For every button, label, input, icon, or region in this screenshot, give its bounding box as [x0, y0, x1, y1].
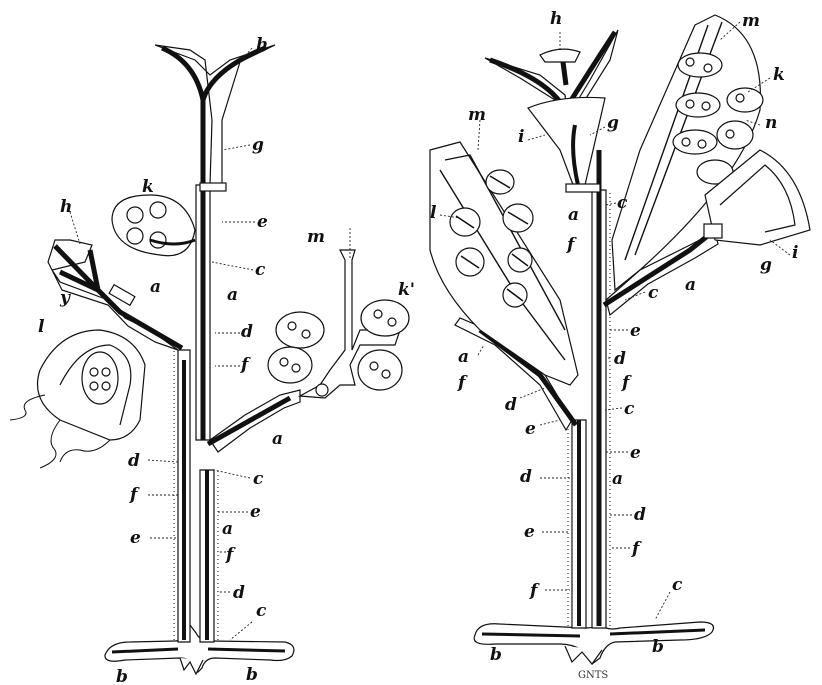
label: f	[529, 581, 540, 601]
label: e	[630, 321, 641, 341]
label: c	[617, 193, 628, 213]
label: d	[233, 583, 245, 603]
label: f	[621, 373, 632, 393]
lead	[770, 240, 790, 255]
label: f	[457, 373, 468, 393]
label: i	[792, 243, 798, 263]
label: m	[468, 105, 486, 125]
label: k'	[398, 280, 415, 300]
label: a	[612, 469, 623, 489]
label: c	[648, 283, 659, 303]
label: f	[631, 539, 642, 559]
lead	[528, 135, 545, 140]
label: a	[272, 429, 283, 449]
label: a	[227, 285, 238, 305]
left-blastostyle-kprime	[268, 250, 409, 398]
label: d	[128, 451, 140, 471]
label: h	[550, 9, 562, 29]
label: c	[255, 260, 266, 280]
label: l	[430, 203, 437, 223]
label: f	[566, 235, 577, 255]
lead	[222, 145, 250, 150]
label: k	[773, 65, 785, 85]
lead	[230, 622, 252, 640]
left-top-node	[200, 183, 226, 191]
label: g	[760, 255, 772, 275]
right-hydrotheca-upper	[528, 97, 605, 192]
label: b	[246, 665, 258, 685]
label: f	[225, 545, 236, 565]
left-foot	[180, 658, 203, 674]
label: d	[505, 395, 517, 415]
label: d	[520, 467, 532, 487]
lead	[520, 388, 545, 398]
lead	[605, 408, 622, 410]
left-top-hydranth	[155, 45, 275, 185]
label: h	[60, 197, 72, 217]
label: c	[253, 469, 264, 489]
label: d	[614, 349, 626, 369]
lead	[478, 345, 484, 355]
label: a	[568, 205, 579, 225]
lead	[655, 592, 670, 620]
label: e	[525, 419, 536, 439]
left-colony	[10, 45, 409, 674]
label: b	[652, 637, 664, 657]
label: e	[130, 528, 141, 548]
label: i	[518, 127, 524, 147]
label: d	[241, 322, 253, 342]
label: m	[307, 227, 325, 247]
label: y	[59, 288, 71, 308]
label: h	[256, 35, 268, 55]
label: e	[250, 502, 261, 522]
label: n	[765, 113, 777, 133]
label: g	[252, 135, 264, 155]
label: g	[607, 113, 619, 133]
label: d	[634, 505, 646, 525]
lead	[606, 203, 616, 205]
label: a	[458, 347, 469, 367]
label: e	[630, 443, 641, 463]
label: l	[38, 317, 45, 337]
right-colony	[430, 15, 810, 664]
lead	[148, 460, 178, 462]
label: e	[524, 522, 535, 542]
lead	[540, 420, 560, 425]
engraver-signature: GNTS	[578, 670, 608, 681]
label: c	[672, 575, 683, 595]
label: a	[685, 275, 696, 295]
label: b	[116, 667, 128, 685]
label: a	[222, 519, 233, 539]
label: f	[240, 355, 251, 375]
right-top-neck	[563, 62, 566, 85]
right-top-hydranth	[540, 49, 580, 62]
label: m	[742, 11, 760, 31]
label: c	[256, 601, 267, 621]
lead	[212, 262, 253, 270]
label: b	[490, 645, 502, 665]
left-gonangium-k	[112, 195, 195, 256]
label: e	[257, 212, 268, 232]
label: c	[624, 399, 635, 419]
lead	[214, 470, 250, 478]
label: k	[142, 177, 154, 197]
left-medusa	[10, 330, 145, 468]
label: f	[129, 485, 140, 505]
label: a	[150, 277, 161, 297]
